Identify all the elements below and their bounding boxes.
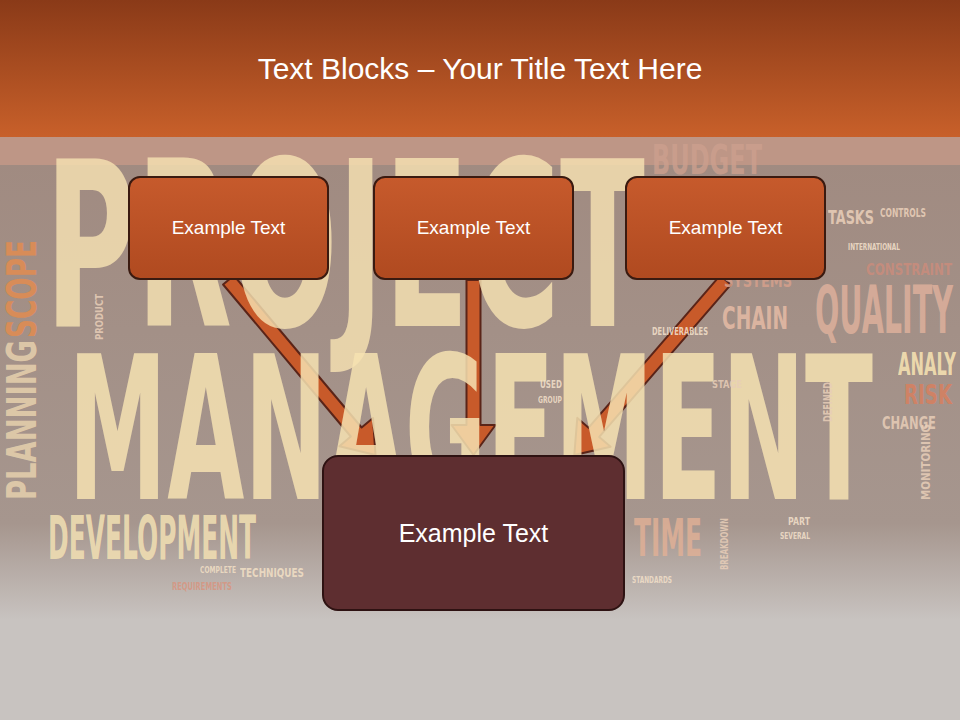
watermark-word: RISK — [904, 382, 952, 408]
watermark-word: PART — [788, 516, 810, 527]
text-block-box: Example Text — [373, 176, 574, 280]
watermark-word: INTERNATIONAL — [848, 243, 900, 252]
watermark-word: CONTROLS — [880, 207, 926, 219]
watermark-word: REQUIREMENTS — [172, 582, 232, 592]
watermark-word: TIME — [634, 512, 702, 564]
watermark-word: SEVERAL — [780, 532, 810, 541]
title-bar: Text Blocks – Your Title Text Here — [0, 0, 960, 137]
watermark-word: USED — [540, 380, 562, 390]
watermark-word: TECHNIQUES — [240, 566, 304, 579]
watermark-word: COMPLETE — [200, 566, 236, 575]
watermark-word: STAGE — [712, 380, 742, 390]
watermark-word: STANDARDS — [632, 576, 672, 585]
slide-title: Text Blocks – Your Title Text Here — [258, 52, 703, 86]
watermark-word: DEFINED — [822, 382, 834, 422]
watermark-word: QUALITY — [815, 278, 953, 344]
watermark-word: TASKS — [828, 207, 874, 227]
watermark-word: SCOPE — [2, 240, 42, 338]
box-text: Example Text — [417, 217, 531, 239]
watermark-word: CHAIN — [722, 302, 788, 334]
result-box: Example Text — [322, 455, 625, 611]
box-text: Example Text — [172, 217, 286, 239]
watermark-word: BREAKDOWN — [720, 518, 730, 570]
watermark-word: DELIVERABLES — [652, 327, 708, 337]
watermark-word: CONSTRAINT — [866, 262, 952, 278]
watermark-word: DEVELOPMENT — [48, 508, 256, 568]
watermark-word: BUDGET — [652, 140, 762, 180]
text-block-box: Example Text — [128, 176, 329, 280]
watermark-word: GROUP — [538, 396, 562, 405]
text-block-box: Example Text — [625, 176, 826, 280]
box-text: Example Text — [669, 217, 783, 239]
watermark-word: ANALY — [898, 348, 956, 380]
watermark-word: MONITORING — [920, 424, 932, 500]
watermark-word: PLANNING — [2, 340, 42, 500]
box-text: Example Text — [399, 519, 549, 548]
watermark-word: PRODUCT — [94, 294, 105, 340]
